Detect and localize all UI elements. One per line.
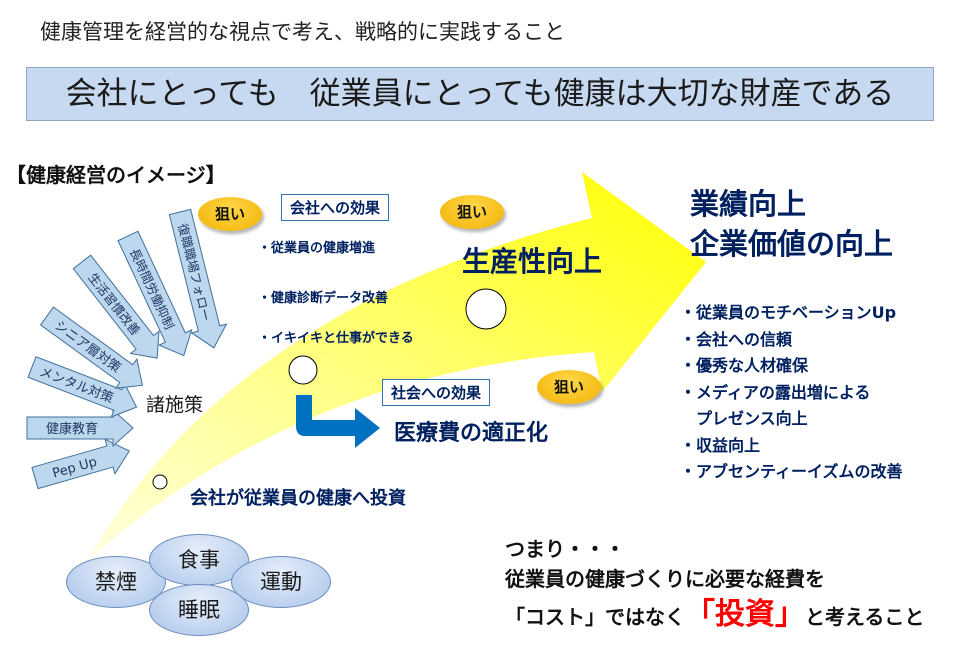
company-effect-item: ・従業員の健康増進 — [258, 241, 376, 256]
basic-no-smoking: 禁煙 — [66, 556, 166, 608]
goal-item: ・アブセンティーイズムの改善 — [680, 462, 903, 481]
milestone-dot — [288, 355, 318, 385]
investment-label: 会社が従業員の健康へ投資 — [190, 488, 406, 509]
goal-item: ・優秀な人材確保 — [680, 356, 809, 375]
measure-label: 生活習慣改善 — [85, 270, 143, 338]
basic-exercise: 運動 — [231, 556, 331, 608]
measure-arrow: 健康教育 — [26, 408, 134, 448]
goal-item: ・メディアの露出増による — [680, 382, 871, 402]
aim-badge: 狙い — [440, 195, 504, 229]
conclusion-highlight: 「投資」 — [685, 597, 805, 632]
growth-arrow — [88, 172, 706, 560]
subtitle: 健康管理を経営的な視点で考え、戦略的に実践すること — [40, 20, 565, 44]
measures-label: 諸施策 — [146, 394, 204, 416]
goal-item: ・会社への信頼 — [680, 329, 793, 349]
measure-label: 健康教育 — [46, 421, 98, 437]
goal-item: ・収益向上 — [680, 435, 761, 455]
company-effect-item: ・イキイキと仕事ができる — [258, 331, 414, 346]
goal-list: ・従業員のモチベーションUp ・会社への信頼 ・優秀な人材確保 ・メディアの露出… — [680, 300, 903, 486]
society-arrow-icon — [296, 395, 380, 448]
goal-line-1: 業績向上 — [690, 187, 807, 221]
aim-badge: 狙い — [537, 370, 601, 404]
company-effect-item: ・健康診断データ改善 — [258, 291, 389, 306]
image-title: 【健康経営のイメージ】 — [6, 163, 226, 187]
conclusion-post: と考えること — [805, 605, 925, 629]
goal-line-2: 企業価値の向上 — [690, 227, 894, 261]
medical-cost-label: 医療費の適正化 — [394, 421, 549, 446]
society-effect-title: 社会への効果 — [382, 379, 491, 406]
conclusion-pre: 「コスト」ではなく — [505, 605, 685, 629]
milestone-dot — [152, 474, 168, 490]
company-effect-title: 会社への効果 — [281, 194, 390, 221]
aim-badge: 狙い — [198, 197, 262, 231]
goal-item: ・従業員のモチベーションUp — [680, 303, 897, 322]
goal-item: プレゼンス向上 — [680, 409, 808, 428]
measure-arrow: Pep Up — [31, 438, 130, 490]
productivity-label: 生産性向上 — [462, 245, 603, 278]
conclusion-line-2: 従業員の健康づくりに必要な経費を — [505, 567, 825, 591]
basic-sleep: 睡眠 — [149, 584, 249, 636]
milestone-dot — [465, 288, 507, 330]
conclusion-line-1: つまり・・・ — [505, 537, 625, 561]
key-message-banner: 会社にとっても 従業員にとっても健康は大切な財産である — [26, 67, 934, 121]
goal-heading: 業績向上 企業価値の向上 — [690, 184, 893, 264]
conclusion: つまり・・・ 従業員の健康づくりに必要な経費を 「コスト」ではなく「投資」と考え… — [505, 534, 924, 632]
conclusion-line-3: 「コスト」ではなく「投資」と考えること — [505, 600, 924, 632]
